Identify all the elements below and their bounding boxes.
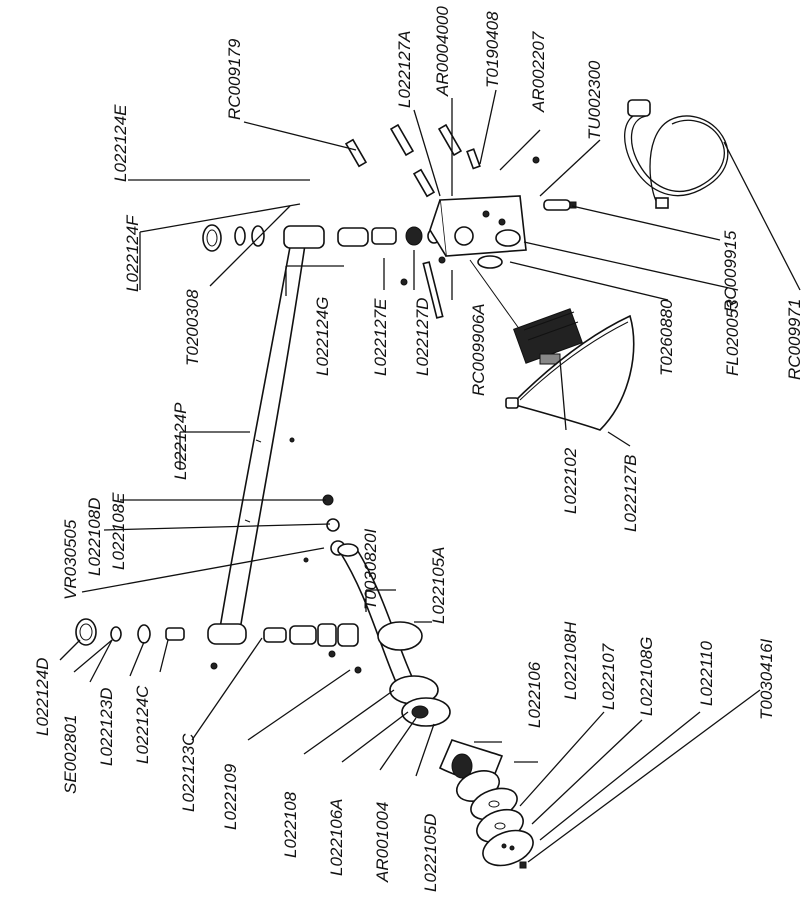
label-L022108D: L022108D — [85, 498, 104, 576]
label-RC009915: RC009915 — [721, 230, 740, 312]
label-AR0004000: AR0004000 — [433, 6, 452, 97]
label-VR030505: VR030505 — [61, 519, 80, 600]
label-L022127E: L022127E — [371, 298, 390, 376]
label-RC009179: RC009179 — [225, 38, 244, 120]
label-TU002300: TU002300 — [585, 60, 604, 140]
label-L022127B: L022127B — [621, 454, 640, 532]
label-AR001004: AR001004 — [373, 802, 392, 883]
label-L022124C: L022124C — [133, 685, 152, 764]
label-L022108: L022108 — [281, 791, 300, 858]
label-L022106: L022106 — [525, 661, 544, 728]
label-L022123C: L022123C — [179, 733, 198, 812]
parts-drawing — [75, 99, 729, 869]
hub-and-discs — [438, 739, 534, 869]
bent-pipe — [337, 543, 451, 727]
label-L022102: L022102 — [561, 447, 580, 514]
part-labels: L022124E L022124F T0200308 L022124G L022… — [33, 6, 804, 892]
label-L022124E: L022124E — [111, 104, 130, 182]
label-L022124P: L022124P — [171, 402, 190, 480]
label-L022108E: L022108E — [109, 492, 128, 570]
upper-fittings — [202, 224, 441, 252]
label-T0260880: T0260880 — [657, 299, 676, 376]
bracket-housing — [429, 195, 527, 331]
label-T0030416I: T0030416I — [757, 638, 776, 720]
small-fasteners — [289, 437, 346, 563]
bolts — [344, 123, 540, 319]
label-L022109: L022109 — [221, 763, 240, 830]
label-L022108G: L022108G — [637, 637, 656, 716]
label-L022106A: L022106A — [327, 798, 346, 876]
label-AR002207: AR002207 — [529, 31, 548, 113]
cover-shield — [505, 314, 635, 431]
lower-fittings — [75, 618, 362, 674]
arm-tube — [219, 235, 307, 631]
label-L022108H: L022108H — [561, 621, 580, 700]
label-RC009971: RC009971 — [785, 299, 804, 380]
label-FL020053: FL020053 — [723, 299, 742, 376]
label-T0200308: T0200308 — [183, 289, 202, 366]
cable-assembly — [624, 99, 729, 209]
label-L022127D: L022127D — [413, 298, 432, 376]
label-L022105A: L022105A — [429, 546, 448, 624]
motor-block — [513, 308, 583, 365]
leader-lines — [59, 89, 801, 863]
label-RC009906A: RC009906A — [469, 303, 488, 396]
label-L022123D: L022123D — [97, 688, 116, 766]
label-L022110: L022110 — [697, 641, 716, 706]
label-L022105D: L022105D — [421, 814, 440, 892]
label-T0030820I: T0030820I — [361, 528, 380, 610]
label-L022107: L022107 — [599, 643, 618, 710]
label-L022124D: L022124D — [33, 658, 52, 736]
plug-pin — [543, 199, 577, 211]
label-L022124G: L022124G — [313, 297, 332, 376]
label-SE002801: SE002801 — [61, 715, 80, 794]
label-L022124F: L022124F — [123, 214, 142, 292]
label-L022127A: L022127A — [395, 30, 414, 108]
label-T0190408: T0190408 — [483, 11, 502, 88]
